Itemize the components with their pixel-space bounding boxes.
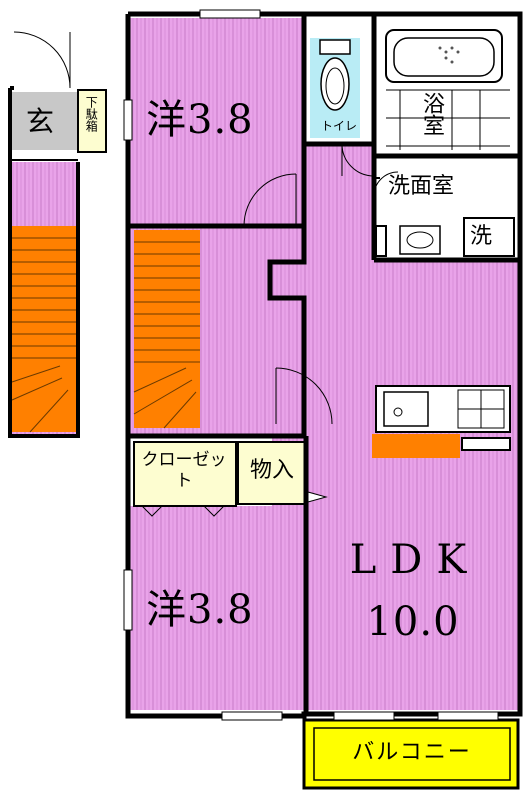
western-room-lower-floor	[130, 506, 306, 710]
entrance-tile	[10, 92, 78, 150]
kitchen-cabinet	[372, 434, 460, 458]
kitchen-counter	[372, 385, 511, 458]
toilet-label: トイレ	[320, 119, 357, 133]
ldk-size-label: 10.0	[366, 599, 460, 645]
storage-arrow	[307, 491, 328, 503]
doors	[243, 143, 399, 425]
wet-areas	[306, 22, 518, 257]
entrance-label: 玄	[26, 105, 55, 138]
closet	[133, 441, 237, 507]
western-room-upper-floor	[130, 18, 302, 226]
kitchen-sink	[383, 391, 429, 427]
entrance-wall	[8, 88, 80, 438]
closet-doors	[141, 505, 225, 517]
entrance-door-swing	[13, 31, 71, 89]
ldk-floor	[272, 262, 518, 710]
windows	[123, 9, 499, 721]
balcony-label: バルコニー	[352, 740, 472, 765]
bath-floor-grid	[386, 89, 510, 150]
closet-label: クローゼット	[141, 450, 227, 492]
balcony	[302, 718, 520, 790]
shoe-box	[77, 89, 107, 153]
ldk-label: LDK	[349, 537, 481, 583]
storage-label: 物入	[249, 458, 294, 483]
shoe-box-label: 下駄箱	[84, 96, 99, 132]
entrance-wing	[8, 31, 107, 438]
toilet-tank	[319, 39, 351, 55]
entrance-stairs	[12, 226, 76, 432]
western-room-lower-label: 洋3.8	[146, 587, 254, 633]
washer-space	[463, 217, 515, 257]
washer-label: 洗	[470, 224, 493, 249]
washroom-label: 洗面室	[388, 174, 455, 199]
main-stairs	[133, 230, 200, 429]
bath-label: 浴室	[419, 92, 444, 136]
walls	[125, 11, 523, 719]
western-room-upper-label: 洋3.8	[146, 97, 254, 143]
